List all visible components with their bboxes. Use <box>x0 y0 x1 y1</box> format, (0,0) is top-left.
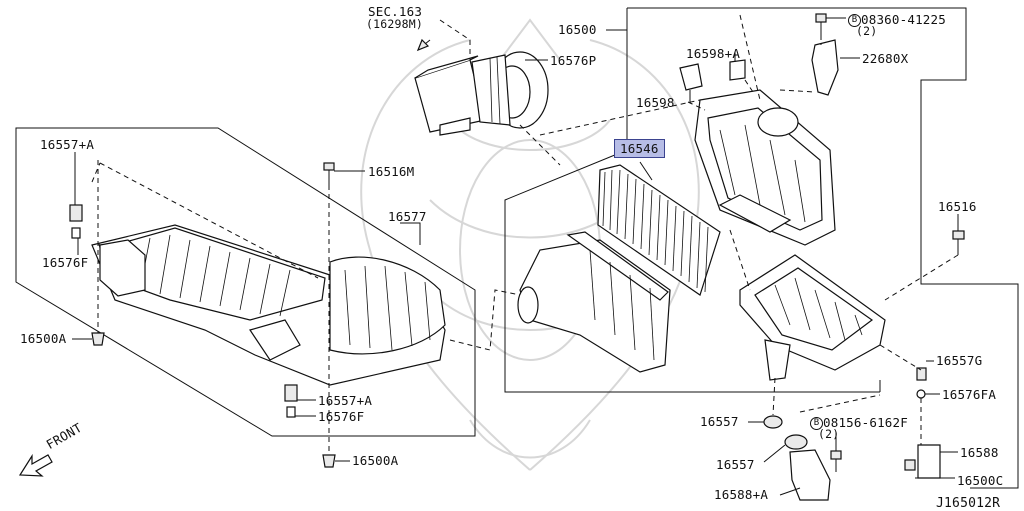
label-16576P: 16576P <box>550 53 597 68</box>
label-16577: 16577 <box>388 209 427 224</box>
label-16516M: 16516M <box>368 164 415 179</box>
label-16576FA: 16576FA <box>942 387 997 402</box>
label-16500: 16500 <box>558 22 597 37</box>
assembly-boundary-right <box>627 7 1019 489</box>
air-inlet-duct <box>517 231 671 373</box>
leader-lines <box>72 17 959 496</box>
air-cleaner-upper-case <box>694 89 836 246</box>
diagram-ref-code: J165012R <box>936 496 1001 511</box>
label-sec163-sub: (16298M) <box>366 17 423 31</box>
assembly-boundary-left <box>15 127 476 437</box>
label-16588A: 16588+A <box>714 487 769 502</box>
air-filter-element-16546 <box>597 164 721 296</box>
label-sec163: SEC.163 <box>368 4 423 19</box>
air-cleaner-lower-case <box>739 254 886 381</box>
label-08360-qty: (2) <box>856 24 878 38</box>
bolt-mark-icon: B <box>848 14 861 27</box>
label-08156-qty: (2) <box>818 427 840 441</box>
label-16557-b: 16557 <box>716 457 755 472</box>
label-16576F-bottom: 16576F <box>318 409 365 424</box>
label-16576F-left: 16576F <box>42 255 89 270</box>
assembly-dashed-lines <box>91 14 959 455</box>
label-16500A-left: 16500A <box>20 331 67 346</box>
air-duct-16576P <box>414 51 549 136</box>
label-16598: 16598 <box>636 95 675 110</box>
hardware-parts <box>69 13 965 501</box>
label-16557G: 16557G <box>936 353 983 368</box>
label-16557A-bottom: 16557+A <box>318 393 373 408</box>
resonator-duct-16577 <box>91 224 446 386</box>
label-16588: 16588 <box>960 445 999 460</box>
label-16546-highlighted: 16546 <box>614 139 665 158</box>
label-16557A-top: 16557+A <box>40 137 95 152</box>
label-16598A: 16598+A <box>686 46 741 61</box>
label-16500C: 16500C <box>957 473 1004 488</box>
label-16516: 16516 <box>938 199 977 214</box>
label-16500A-bottom: 16500A <box>352 453 399 468</box>
label-08360-text: 08360-41225 <box>861 12 946 27</box>
label-22680X: 22680X <box>862 51 909 66</box>
label-08156-text: 08156-6162F <box>823 415 908 430</box>
bolt-mark-icon-2: B <box>810 417 823 430</box>
front-arrow <box>18 453 53 477</box>
label-16557-a: 16557 <box>700 414 739 429</box>
